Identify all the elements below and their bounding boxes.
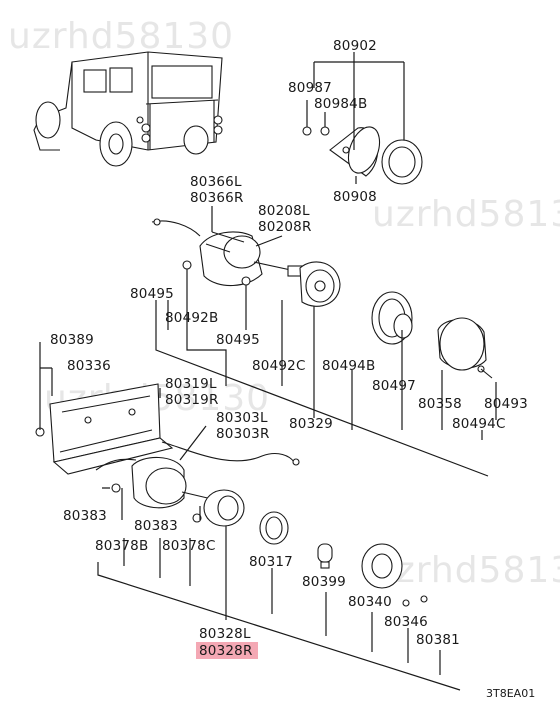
label-80495-upper: 80495 (130, 286, 174, 302)
label-80389: 80389 (50, 332, 94, 348)
label-80984B: 80984B (314, 96, 367, 112)
label-80317: 80317 (249, 554, 293, 570)
label-80303R: 80303R (216, 426, 270, 442)
side-marker-lamp (302, 126, 423, 185)
highlight-80328R (196, 642, 258, 659)
label-80358: 80358 (418, 396, 462, 412)
diagram-code: 3T8EA01 (486, 687, 535, 700)
label-80497: 80497 (372, 378, 416, 394)
label-80346: 80346 (384, 614, 428, 630)
label-80366L: 80366L (190, 174, 242, 190)
watermark-top: uzrhd58130 (8, 16, 234, 57)
label-80987: 80987 (288, 80, 332, 96)
label-80492C: 80492C (252, 358, 306, 374)
label-80494B: 80494B (322, 358, 375, 374)
label-80381: 80381 (416, 632, 460, 648)
vehicle-illustration (33, 51, 223, 167)
label-80329: 80329 (289, 416, 333, 432)
label-80493: 80493 (484, 396, 528, 412)
watermarks: uzrhd58130 uzrhd58130 uzrhd58130 uzrhd58… (8, 16, 560, 591)
label-80319R: 80319R (165, 392, 219, 408)
license-bracket (35, 383, 174, 475)
tail-lamp-lens-group (371, 291, 493, 379)
label-80319L: 80319L (165, 376, 217, 392)
label-80494C: 80494C (452, 416, 506, 432)
label-80303L: 80303L (216, 410, 268, 426)
label-80492B: 80492B (165, 310, 218, 326)
label-80378C: 80378C (162, 538, 216, 554)
label-80383-left: 80383 (63, 508, 107, 524)
leader-lines (39, 52, 497, 691)
label-80399: 80399 (302, 574, 346, 590)
part-labels: 80902 80987 80984B 80908 80366L 80366R 8… (50, 38, 535, 700)
lower-small-parts (259, 511, 428, 607)
watermark-right-lower: uzrhd58130 (372, 550, 560, 591)
label-80366R: 80366R (190, 190, 244, 206)
label-80383-right: 80383 (134, 518, 178, 534)
upper-lamp-assembly (151, 218, 341, 307)
watermark-right-upper: uzrhd58130 (372, 194, 560, 235)
label-80908: 80908 (333, 189, 377, 205)
label-80336: 80336 (67, 358, 111, 374)
label-80328L: 80328L (199, 626, 251, 642)
label-80902: 80902 (333, 38, 377, 54)
label-80495-lower: 80495 (216, 332, 260, 348)
label-80328R: 80328R (199, 643, 253, 659)
label-80208L: 80208L (258, 203, 310, 219)
label-80378B: 80378B (95, 538, 148, 554)
label-80208R: 80208R (258, 219, 312, 235)
license-lamp-assembly (95, 441, 300, 527)
label-80340: 80340 (348, 594, 392, 610)
